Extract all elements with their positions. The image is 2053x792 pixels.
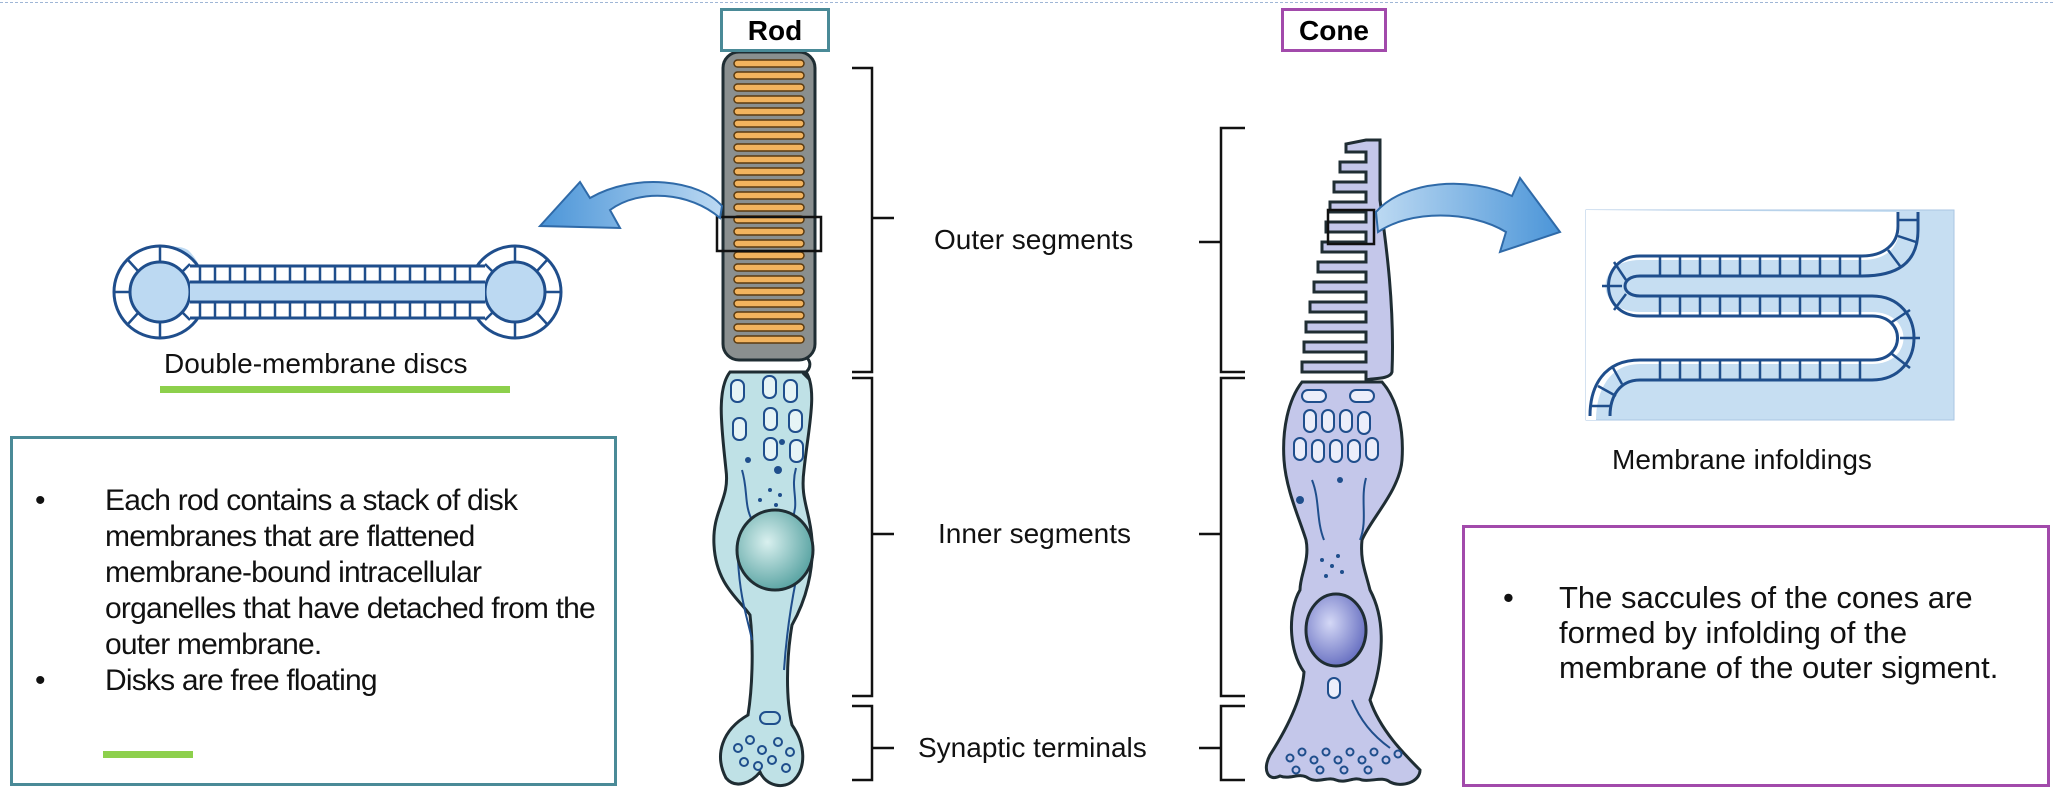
cone-nucleus xyxy=(1306,594,1366,666)
inner-segments-label: Inner segments xyxy=(938,518,1131,550)
rod-notes-list: • Each rod contains a stack of disk memb… xyxy=(13,483,613,699)
rod-cell xyxy=(714,52,821,786)
synaptic-terminals-label: Synaptic terminals xyxy=(918,732,1147,764)
discs-underline xyxy=(160,386,510,393)
cone-outer-segment xyxy=(1302,140,1393,380)
bullet-marker: • xyxy=(35,483,45,519)
cone-title: Cone xyxy=(1281,8,1387,52)
cone-inner-segment xyxy=(1266,382,1420,784)
double-membrane-discs-label: Double-membrane discs xyxy=(164,348,467,380)
rod-note-text: Each rod contains a stack of disk membra… xyxy=(105,484,595,661)
bullet-marker: • xyxy=(1503,580,1514,615)
membrane-infoldings xyxy=(1586,210,1954,420)
double-membrane-disc xyxy=(114,246,561,338)
cone-notes-list: • The saccules of the cones are formed b… xyxy=(1465,580,2045,685)
rod-arrow xyxy=(540,182,722,228)
cone-note-text: The saccules of the cones are formed by … xyxy=(1559,580,1998,685)
rod-notes-box: • Each rod contains a stack of disk memb… xyxy=(10,436,617,786)
outer-segments-label: Outer segments xyxy=(934,224,1133,256)
cone-notes-box: • The saccules of the cones are formed b… xyxy=(1462,525,2050,787)
rod-note-item: • Each rod contains a stack of disk memb… xyxy=(13,483,613,663)
membrane-infoldings-label: Membrane infoldings xyxy=(1612,444,1872,476)
rod-nucleus xyxy=(737,510,813,590)
cone-cell xyxy=(1266,140,1420,784)
rod-note-text: Disks are free floating xyxy=(105,664,377,697)
brackets xyxy=(852,68,1245,780)
cone-arrow xyxy=(1376,178,1560,252)
bullet-marker: • xyxy=(35,663,45,699)
rod-note-item: • Disks are free floating xyxy=(13,663,613,699)
cone-note-item: • The saccules of the cones are formed b… xyxy=(1465,580,2045,685)
disks-underline xyxy=(103,751,193,758)
rod-title: Rod xyxy=(720,8,830,52)
